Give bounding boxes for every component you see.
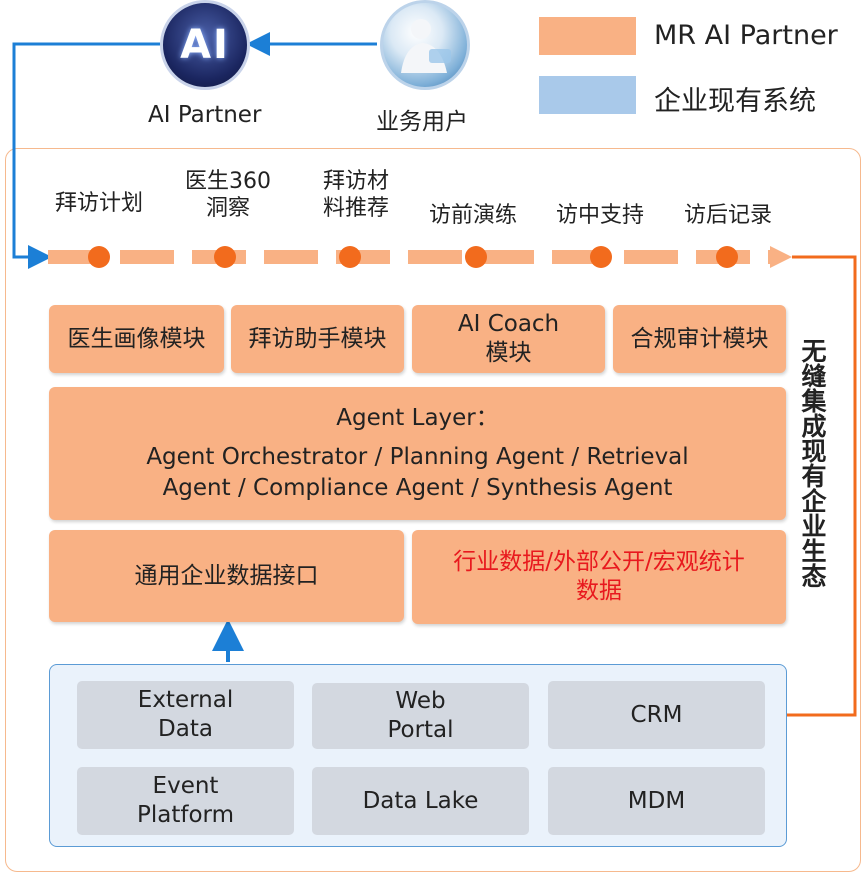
external-interface-text: 行业数据/外部公开/宏观统计 [453,549,745,575]
stage-text: 访后记录 [683,203,772,228]
stage-dot-4 [465,246,487,268]
legend-label-partner: MR AI Partner [654,20,838,51]
system-data-lake: Data Lake [312,767,529,835]
module-doctor-profile: 医生画像模块 [49,305,224,373]
stage-dot-2 [214,246,236,268]
module-ai-coach: AI Coach 模块 [412,305,605,373]
stage-dot-1 [88,246,110,268]
system-text: CRM [630,701,683,728]
system-event-platform: Event Platform [77,767,294,835]
legend-swatch-partner [539,17,636,55]
agent-layer: Agent Layer： Agent Orchestrator / Planni… [49,387,786,520]
stage-dot-5 [590,246,612,268]
generic-data-interface: 通用企业数据接口 [49,530,404,622]
stage-text: 洞察 [205,196,250,221]
ai-badge-text: AI [180,22,230,68]
agent-layer-line: Agent Orchestrator / Planning Agent / Re… [146,444,689,470]
stage-text: 访前演练 [428,203,517,228]
ai-partner-label: AI Partner [148,102,262,128]
module-text: 合规审计模块 [630,325,769,352]
external-interface-text: 数据 [576,578,622,604]
business-user-icon [380,0,470,90]
ai-partner-icon: AI [160,0,250,90]
module-text: 模块 [485,340,532,366]
system-web-portal: Web Portal [312,683,529,749]
ai-to-timeline-arrow [12,42,160,269]
stage-label-3: 拜访材 料推荐 [300,168,412,222]
agent-layer-title: Agent Layer： [336,405,499,431]
system-text: Web [395,688,446,714]
module-text: 拜访助手模块 [248,325,387,352]
system-text: Event [152,773,219,799]
mr-ai-partner-container [5,148,861,872]
stage-label-2: 医生360 洞察 [166,168,290,222]
stage-label-1: 拜访计划 [40,190,158,217]
stage-dot-3 [339,246,361,268]
agent-layer-line: Agent / Compliance Agent / Synthesis Age… [162,475,673,501]
generic-interface-text: 通用企业数据接口 [134,562,319,589]
stage-text: 料推荐 [322,196,389,221]
person-icon [401,19,451,73]
system-text: Portal [387,717,454,743]
stage-text: 拜访材 [322,169,389,194]
system-text: Platform [137,802,234,828]
stage-dot-6 [716,246,738,268]
timeline-to-crm-arrow [763,255,857,727]
stage-label-5: 访中支持 [540,202,660,229]
system-crm: CRM [548,681,765,749]
system-external-data: External Data [77,681,294,749]
module-compliance-audit: 合规审计模块 [613,305,786,373]
stage-label-6: 访后记录 [668,202,788,229]
system-text: MDM [627,787,686,814]
module-text: AI Coach [457,311,560,337]
system-text: External [137,687,234,713]
system-text: Data [158,716,213,742]
seamless-integration-label: 无缝集成现有企业生态 [798,338,827,588]
stage-label-4: 访前演练 [414,202,532,229]
timeline-arrowhead [770,246,792,268]
legend-swatch-enterprise [539,76,636,114]
module-visit-assistant: 拜访助手模块 [231,305,404,373]
business-user-label: 业务用户 [376,109,468,135]
system-mdm: MDM [548,767,765,835]
stage-text: 拜访计划 [54,191,143,216]
external-data-interface: 行业数据/外部公开/宏观统计 数据 [412,530,786,624]
system-text: Data Lake [362,787,479,814]
stage-text: 访中支持 [555,203,644,228]
legend-label-enterprise: 企业现有系统 [654,86,816,117]
stage-text: 医生360 [185,169,271,194]
module-text: 医生画像模块 [67,325,206,352]
